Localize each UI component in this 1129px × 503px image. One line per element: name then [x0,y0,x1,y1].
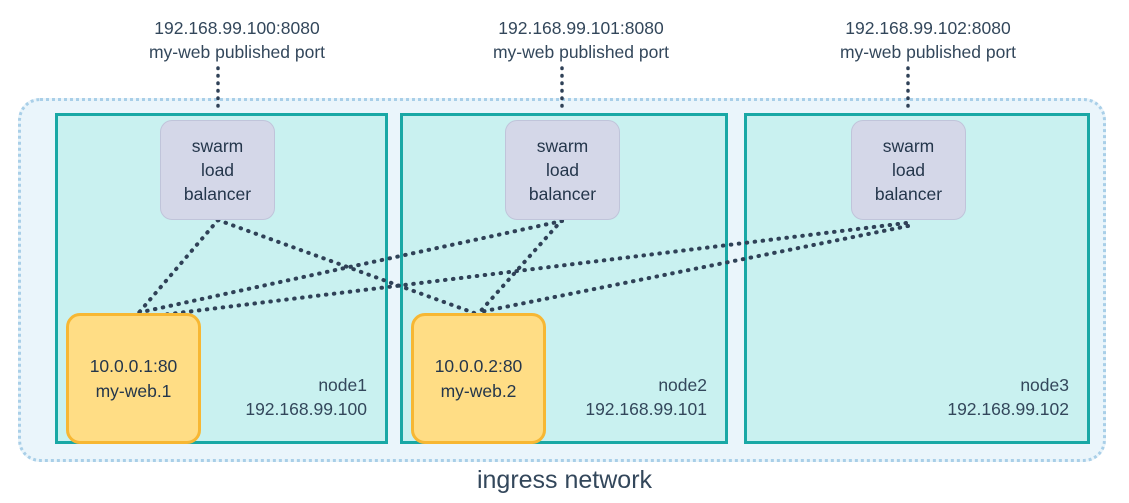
task-container-my-web-2: 10.0.0.2:80 my-web.2 [411,313,546,444]
task-address: 10.0.0.1:80 [89,355,178,376]
callout-address: 192.168.99.102:8080 [845,18,1011,38]
node-name: node3 [1020,375,1069,395]
swarm-load-balancer-node1: swarm load balancer [160,120,275,220]
swarm-load-balancer-node2: swarm load balancer [505,120,620,220]
lb-label-line3: balancer [874,184,943,204]
callout-address: 192.168.99.100:8080 [154,18,320,38]
published-port-callout-node1: 192.168.99.100:8080 my-web published por… [62,16,412,64]
node-label-node2: node2 192.168.99.101 [585,373,707,421]
callout-address: 192.168.99.101:8080 [498,18,664,38]
lb-label-line1: swarm [191,136,244,156]
task-container-my-web-1: 10.0.0.1:80 my-web.1 [66,313,201,444]
node-ip: 192.168.99.100 [245,399,367,419]
published-port-callout-node3: 192.168.99.102:8080 my-web published por… [753,16,1103,64]
node-ip: 192.168.99.101 [585,399,707,419]
task-address: 10.0.0.2:80 [434,355,523,376]
published-port-callout-node2: 192.168.99.101:8080 my-web published por… [406,16,756,64]
task-name: my-web.2 [440,380,517,401]
node-ip: 192.168.99.102 [947,399,1069,419]
callout-description: my-web published port [492,42,670,62]
node-name: node1 [318,375,367,395]
node-label-node3: node3 192.168.99.102 [947,373,1069,421]
callout-description: my-web published port [839,42,1017,62]
ingress-network-label: ingress network [476,466,653,494]
lb-label-line3: balancer [528,184,597,204]
lb-label-line3: balancer [183,184,252,204]
lb-label-line1: swarm [882,136,935,156]
lb-label-line2: load [200,160,235,180]
callout-description: my-web published port [148,42,326,62]
lb-label-line2: load [545,160,580,180]
node-label-node1: node1 192.168.99.100 [245,373,367,421]
node-name: node2 [658,375,707,395]
swarm-load-balancer-node3: swarm load balancer [851,120,966,220]
lb-label-line2: load [891,160,926,180]
lb-label-line1: swarm [536,136,589,156]
task-name: my-web.1 [95,380,172,401]
